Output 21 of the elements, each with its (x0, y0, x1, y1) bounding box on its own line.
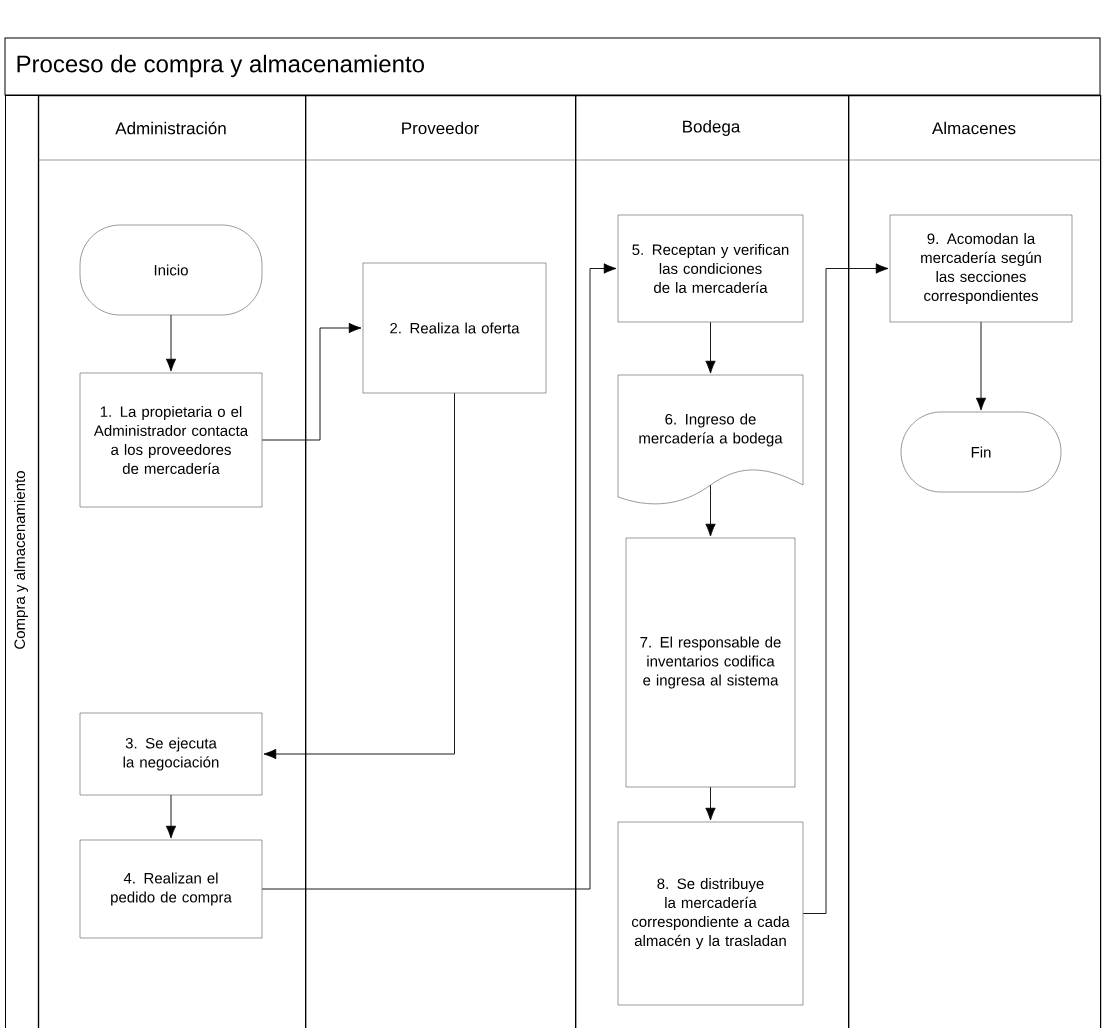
process-box: 1. La propietaria o el Administrador contacta a los proveedores de mercadería (79, 372, 263, 508)
arrow (705, 484, 716, 537)
process-box: 4. Realizan el pedido de compra (79, 839, 263, 939)
process-box: 5. Receptan y verifican las condiciones de la mercadería (617, 214, 804, 323)
title-bar: Proceso de compra y almacenamiento (4, 37, 1101, 96)
process-box: 2. Realiza la oferta (362, 262, 547, 394)
arrow (705, 786, 716, 821)
process-box: 7. El responsable de inventarios codifica e ingresa al sistema (625, 537, 796, 788)
arrow (263, 392, 455, 760)
arrow (261, 263, 617, 890)
arrow (165, 314, 177, 372)
terminator: Inicio (79, 224, 263, 316)
arrow (802, 263, 889, 914)
process-box: 8. Se distribuye la mercadería correspondiente a cada almacén y la trasladan (617, 821, 804, 1006)
terminator: Fin (900, 411, 1062, 493)
process-box: 3. Se ejecuta la negociación (79, 712, 263, 796)
process-box: 9. Acomodan la mercadería según las secciones correspondientes (889, 214, 1073, 323)
arrow (165, 794, 177, 839)
arrow (975, 321, 987, 411)
arrow (705, 321, 716, 374)
arrow (261, 322, 362, 441)
